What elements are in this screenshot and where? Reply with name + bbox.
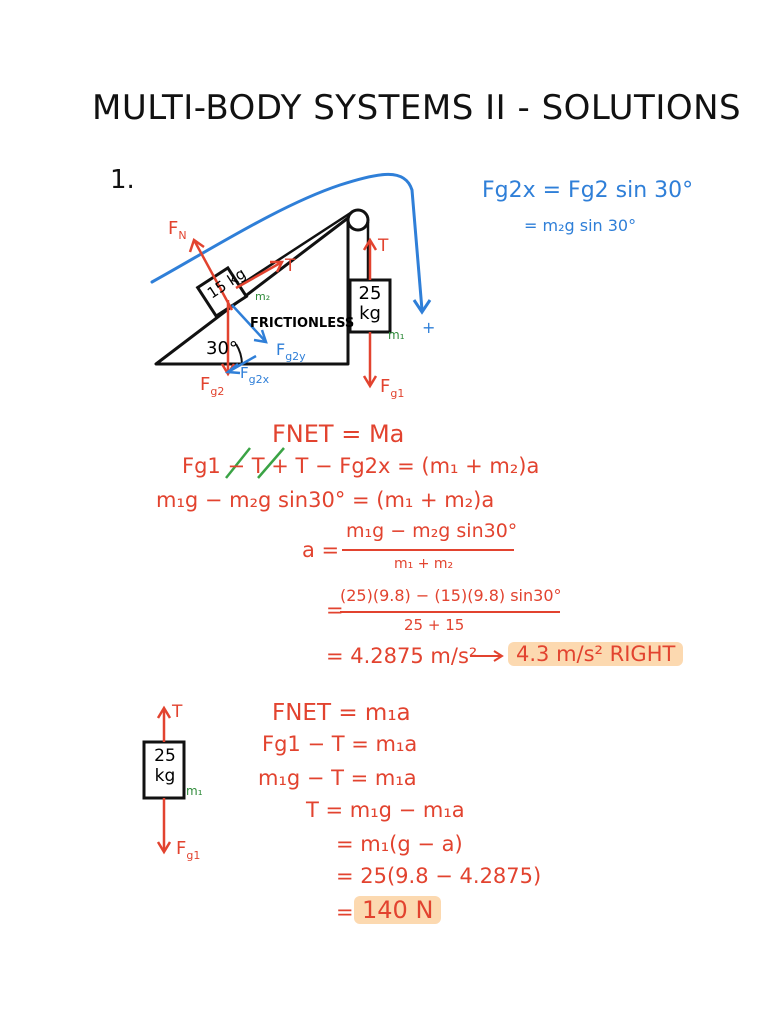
- fn-label: FN: [168, 218, 187, 242]
- cancel-stroke-1: [225, 447, 251, 479]
- page-title: MULTI-BODY SYSTEMS II - SOLUTIONS: [92, 88, 742, 128]
- work2-line6: = 25(9.8 − 4.2875): [336, 864, 542, 888]
- m1-label: m₁: [388, 328, 405, 342]
- work1-line5-denominator: 25 + 15: [404, 616, 465, 634]
- work1-line5-eq: =: [326, 598, 344, 622]
- angle-label: 30°: [206, 338, 238, 359]
- work1-line4-numerator: m₁g − m₂g sin30°: [346, 520, 518, 542]
- work1-line4-lhs: a =: [302, 538, 340, 562]
- work2-line4: T = m₁g − m₁a: [306, 798, 465, 822]
- side-note-line1: Fg2x = Fg2 sin 30°: [482, 178, 694, 203]
- rope-incline: [239, 210, 353, 287]
- work2-line5: = m₁(g − a): [336, 832, 463, 856]
- fbd-t-label: T: [172, 702, 183, 722]
- answer-tension: 140 N: [354, 896, 442, 924]
- fbd-m1-label: m₁: [186, 784, 203, 798]
- question-number: 1.: [110, 165, 135, 195]
- fg2y-arrow: [231, 304, 267, 343]
- t-label-vertical: T: [378, 236, 389, 256]
- fbd-fg1-label: Fg1: [176, 838, 201, 862]
- work2-line2: Fg1 − T = m₁a: [262, 732, 418, 756]
- normal-force-arrow: [192, 239, 234, 311]
- t-label-incline: T: [285, 256, 296, 276]
- pulley: [346, 208, 370, 232]
- motion-arrowhead: [412, 299, 432, 315]
- work1-line5-numerator: (25)(9.8) − (15)(9.8) sin30°: [340, 586, 562, 605]
- frictionless-label: FRICTIONLESS: [250, 316, 355, 331]
- side-note-line2: = m₂g sin 30°: [524, 216, 637, 235]
- work2-line1: FNET = m₁a: [272, 700, 411, 726]
- fg1-label: Fg1: [380, 376, 405, 400]
- work2-line3: m₁g − T = m₁a: [258, 766, 417, 790]
- plus-label: +: [422, 318, 436, 337]
- fg2y-label: Fg2y: [276, 340, 306, 363]
- fg2x-label: Fg2x: [240, 364, 270, 386]
- fbd-mass-label: 25 kg: [154, 746, 176, 786]
- m2-label: m₂: [255, 290, 271, 303]
- work1-line3: m₁g − m₂g sin30° = (m₁ + m₂)a: [156, 488, 495, 512]
- incline-ramp: [154, 216, 350, 366]
- work1-line4-denominator: m₁ + m₂: [394, 556, 454, 572]
- work2-line7-eq: =: [336, 900, 354, 924]
- cancel-stroke-2: [257, 447, 285, 479]
- fg2-label: Fg2: [200, 374, 225, 398]
- answer-acceleration: 4.3 m/s² RIGHT: [508, 642, 684, 666]
- work1-line2: Fg1 − T + T − Fg2x = (m₁ + m₂)a: [182, 454, 540, 478]
- mass1-label: 25 kg: [358, 283, 382, 324]
- work1-line1: FNET = Ma: [272, 420, 405, 448]
- tension-arrow-incline: [235, 260, 283, 290]
- block-mass1: [348, 278, 392, 334]
- work1-line6: = 4.2875 m/s²: [326, 644, 478, 668]
